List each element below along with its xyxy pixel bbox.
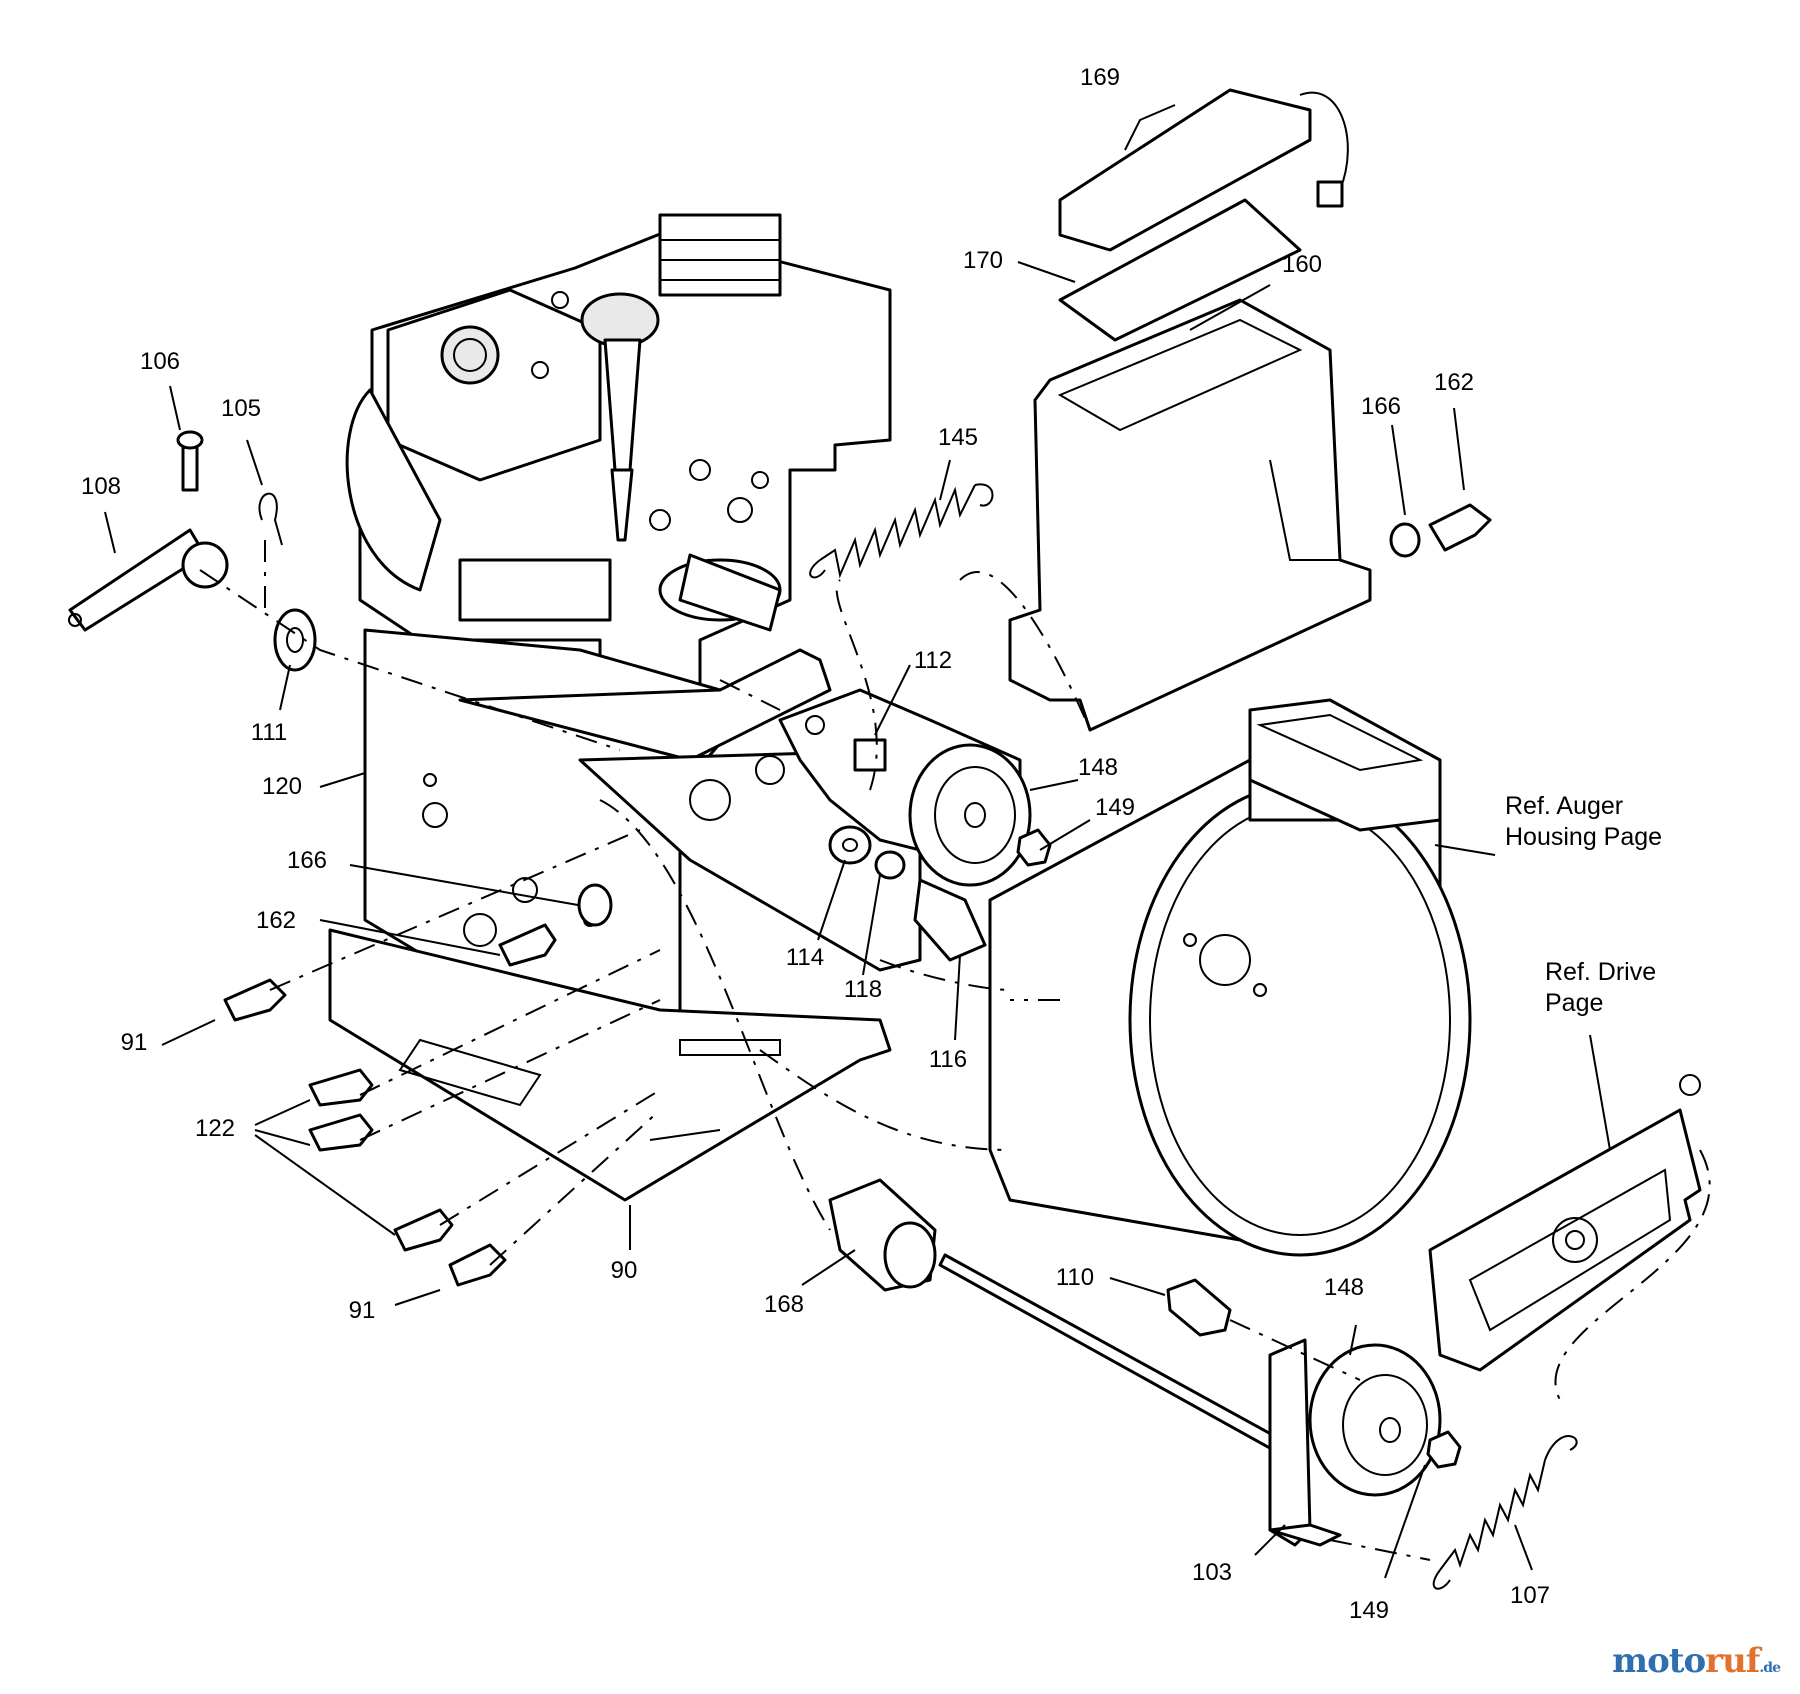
leader-lines <box>104 104 1611 1579</box>
callout-112: 112 <box>914 647 952 674</box>
callout-170: 170 <box>963 247 1003 274</box>
hardware <box>68 430 1578 1590</box>
callout-116: 116 <box>929 1046 967 1073</box>
callout-91-upper: 91 <box>121 1029 148 1056</box>
callout-110: 110 <box>1056 1264 1094 1291</box>
base-plate-90 <box>328 928 892 1202</box>
callout-169: 169 <box>1080 64 1120 91</box>
engine <box>345 213 892 742</box>
callout-114: 114 <box>786 944 824 971</box>
ref-drive-line1: Ref. Drive <box>1545 958 1656 986</box>
watermark-logo: motoruf.de <box>1612 1641 1781 1681</box>
cover-169 <box>1058 88 1349 252</box>
callout-166-right: 166 <box>1361 393 1401 420</box>
assembly-lines <box>199 540 1711 1561</box>
drive-plate <box>1428 1074 1702 1372</box>
callout-90: 90 <box>611 1257 638 1284</box>
callout-108: 108 <box>81 473 121 500</box>
reference-notes: Ref. Auger Housing Page Ref. Drive Page <box>1505 792 1662 1017</box>
callout-160: 160 <box>1282 251 1322 278</box>
callout-166-left: 166 <box>287 847 327 874</box>
callout-149-upper: 149 <box>1095 794 1135 821</box>
callout-162-left: 162 <box>256 907 296 934</box>
callout-118: 118 <box>844 976 882 1003</box>
callout-148-lower: 148 <box>1324 1274 1364 1301</box>
callout-106: 106 <box>140 348 180 375</box>
ref-auger-line2: Housing Page <box>1505 823 1662 851</box>
blower-housing-160 <box>1008 298 1372 732</box>
ref-drive-line2: Page <box>1545 989 1603 1017</box>
auger-housing <box>988 698 1472 1257</box>
callout-145: 145 <box>938 424 978 451</box>
callout-91-lower: 91 <box>349 1297 376 1324</box>
frame-120 <box>363 628 922 1097</box>
callout-105: 105 <box>221 395 261 422</box>
callout-162-right: 162 <box>1434 369 1474 396</box>
callout-122: 122 <box>195 1115 235 1142</box>
callout-103: 103 <box>1192 1559 1232 1586</box>
callout-labels: 169 170 160 162 166 106 105 108 145 111 … <box>81 64 1550 1624</box>
callout-168: 168 <box>764 1291 804 1318</box>
gasket-170 <box>1058 198 1302 342</box>
callout-107: 107 <box>1510 1582 1550 1609</box>
callout-120: 120 <box>262 773 302 800</box>
ref-auger-line1: Ref. Auger <box>1505 792 1623 820</box>
callout-149-lower: 149 <box>1349 1597 1389 1624</box>
callout-148-upper: 148 <box>1078 754 1118 781</box>
callout-111: 111 <box>251 719 287 746</box>
